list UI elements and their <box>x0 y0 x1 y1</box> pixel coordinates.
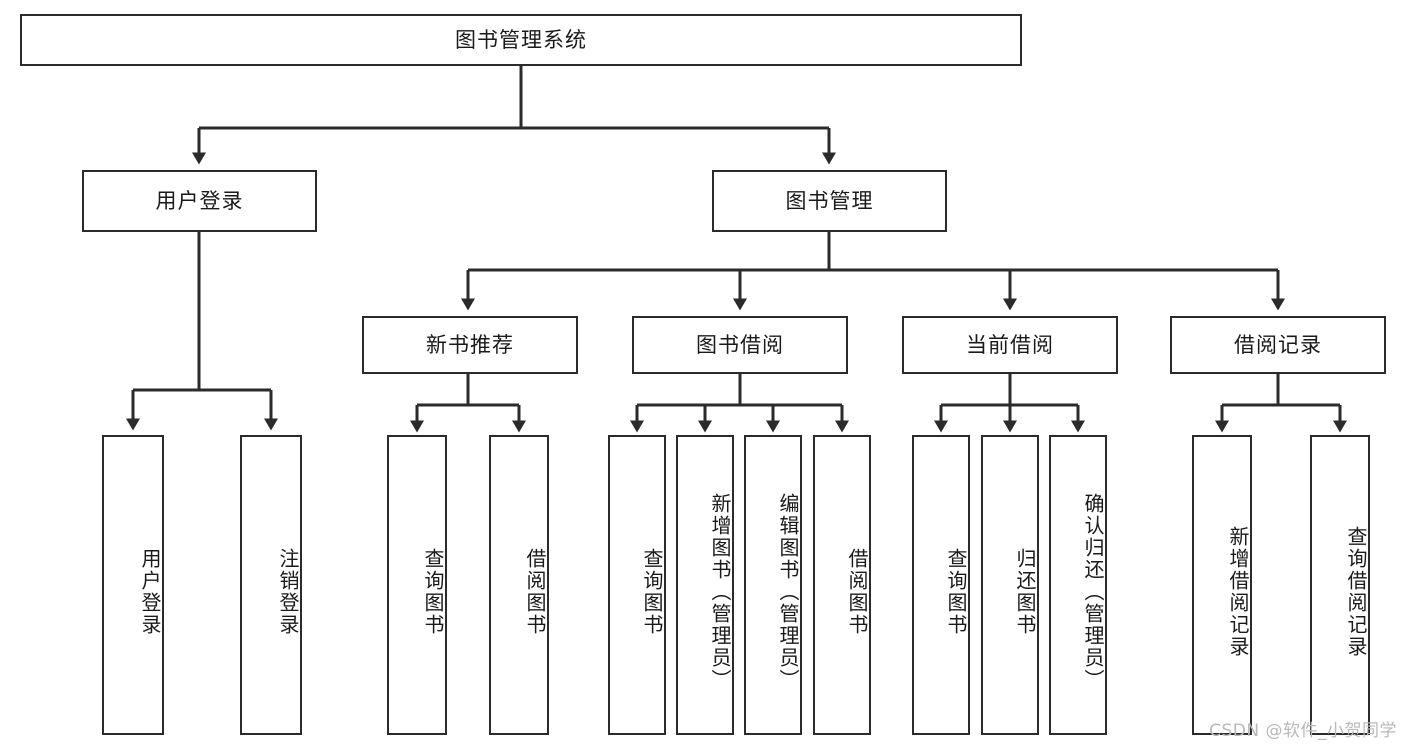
node-book-borrow-label: 图书借阅 <box>696 332 784 357</box>
node-leaf-cur-query-label: 查询图书 <box>944 548 968 636</box>
node-book-borrow[interactable]: 图书借阅 <box>632 316 848 374</box>
node-leaf-user-login-label: 用户登录 <box>138 548 162 636</box>
node-current-borrow[interactable]: 当前借阅 <box>902 316 1118 374</box>
node-leaf-rec-query2-label: 查询借阅记录 <box>1344 526 1368 658</box>
node-root-label: 图书管理系统 <box>455 27 587 52</box>
node-borrow-record-label: 借阅记录 <box>1234 332 1322 357</box>
node-book-manage-label: 图书管理 <box>785 188 874 213</box>
node-leaf-borrow-query[interactable]: 查询图书 <box>608 435 666 735</box>
node-leaf-rec-add-label: 新增借阅记录 <box>1226 526 1250 658</box>
node-leaf-borrow-add[interactable]: 新增图书（管理员） <box>676 435 734 735</box>
node-leaf-borrow-query-label: 查询图书 <box>640 548 664 636</box>
node-leaf-rec-query[interactable]: 查询图书 <box>387 435 447 735</box>
node-leaf-cur-return-label: 归还图书 <box>1013 548 1037 636</box>
watermark-text: CSDN @软件_小贺同学 <box>1209 721 1397 741</box>
node-leaf-borrow-edit-label: 编辑图书（管理员） <box>776 493 800 691</box>
node-root[interactable]: 图书管理系统 <box>20 14 1022 66</box>
node-leaf-user-logout[interactable]: 注销登录 <box>240 435 302 735</box>
node-borrow-record[interactable]: 借阅记录 <box>1170 316 1386 374</box>
node-leaf-cur-query[interactable]: 查询图书 <box>912 435 970 735</box>
node-new-book-rec[interactable]: 新书推荐 <box>362 316 578 374</box>
node-leaf-cur-confirm-label: 确认归还（管理员） <box>1081 493 1105 691</box>
node-leaf-cur-confirm[interactable]: 确认归还（管理员） <box>1049 435 1107 735</box>
node-leaf-rec-query2[interactable]: 查询借阅记录 <box>1310 435 1370 735</box>
node-new-book-rec-label: 新书推荐 <box>426 332 514 357</box>
node-user-login[interactable]: 用户登录 <box>82 170 317 232</box>
node-leaf-borrow-do-label: 借阅图书 <box>845 548 869 636</box>
node-current-borrow-label: 当前借阅 <box>966 332 1054 357</box>
node-leaf-rec-query-label: 查询图书 <box>421 548 445 636</box>
node-book-manage[interactable]: 图书管理 <box>712 170 947 232</box>
node-leaf-rec-add[interactable]: 新增借阅记录 <box>1192 435 1252 735</box>
node-leaf-rec-borrow-label: 借阅图书 <box>523 548 547 636</box>
node-leaf-borrow-do[interactable]: 借阅图书 <box>813 435 871 735</box>
node-leaf-rec-borrow[interactable]: 借阅图书 <box>489 435 549 735</box>
node-leaf-borrow-add-label: 新增图书（管理员） <box>708 493 732 691</box>
node-leaf-user-login[interactable]: 用户登录 <box>102 435 164 735</box>
node-leaf-borrow-edit[interactable]: 编辑图书（管理员） <box>744 435 802 735</box>
node-user-login-label: 用户登录 <box>155 188 244 213</box>
node-leaf-cur-return[interactable]: 归还图书 <box>981 435 1039 735</box>
node-leaf-user-logout-label: 注销登录 <box>276 548 300 636</box>
